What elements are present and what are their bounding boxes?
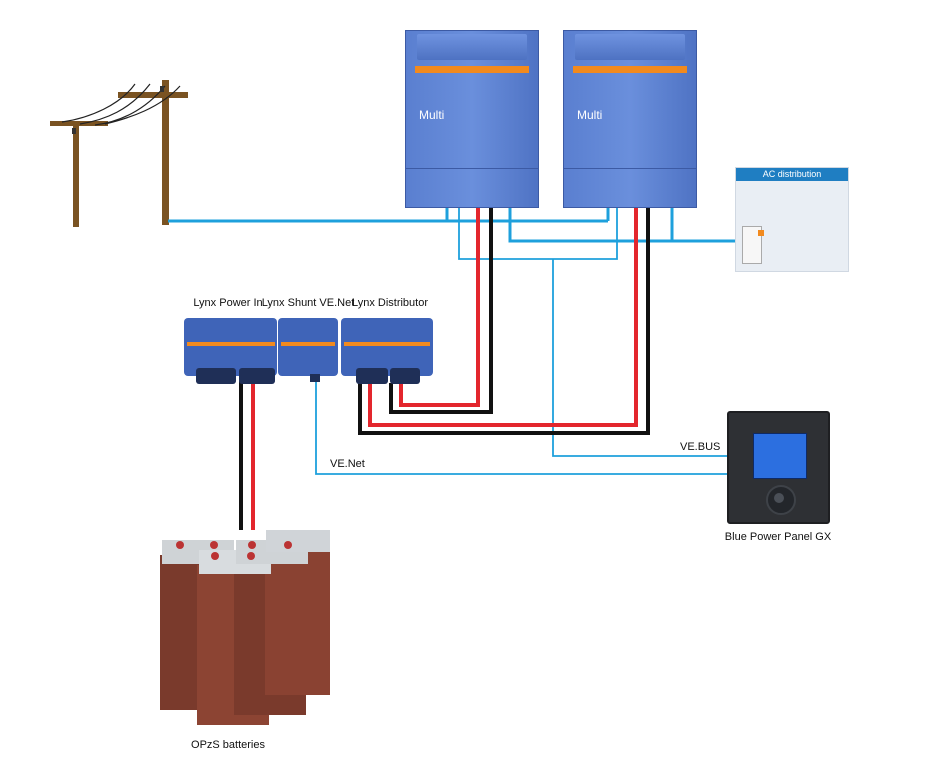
ac-distribution-box: AC distribution: [735, 167, 849, 272]
blue-power-panel-gx: [727, 411, 830, 524]
lynx-modules: [184, 318, 433, 384]
battery-cables: [239, 380, 255, 530]
label-ve-net: VE.Net: [330, 458, 365, 470]
panel-screen: [753, 433, 807, 479]
ac-distribution-title: AC distribution: [736, 168, 848, 181]
multi-label: Multi: [577, 108, 603, 122]
label-lynx-shunt: Lynx Shunt VE.Net: [261, 297, 355, 309]
label-lynx-distributor: Lynx Distributor: [351, 297, 429, 309]
ve-bus-wiring: [458, 185, 728, 457]
label-blue-power-panel: Blue Power Panel GX: [724, 531, 832, 543]
label-opzs-batteries: OPzS batteries: [191, 739, 265, 751]
breaker-icon: [742, 226, 762, 264]
label-ve-bus: VE.BUS: [680, 441, 721, 453]
dc-wiring: [358, 185, 650, 435]
opzs-batteries: [160, 530, 330, 725]
multi-inverter-2: Multi: [563, 30, 697, 208]
multi-inverter-1: Multi: [405, 30, 539, 208]
ve-net-cable: [315, 380, 728, 475]
multi-label: Multi: [419, 108, 445, 122]
label-lynx-power-in: Lynx Power In: [193, 297, 263, 309]
utility-pole: [50, 80, 188, 227]
